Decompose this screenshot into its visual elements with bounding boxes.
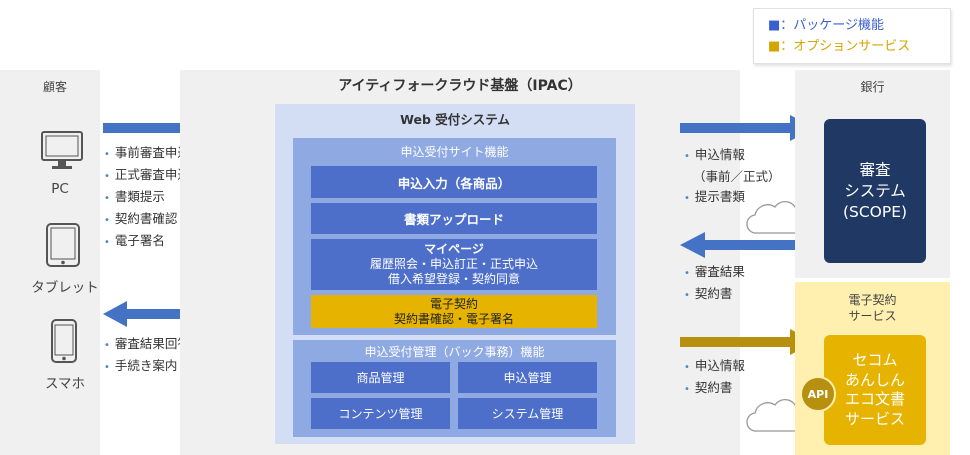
- legend-option: ■：オプションサービス: [768, 39, 911, 54]
- scope-line1: 審査: [859, 160, 891, 179]
- backoffice-item-applications: 申込管理: [458, 362, 597, 393]
- list-item: •契約書確認: [104, 211, 178, 226]
- list-item: •契約書: [684, 380, 733, 395]
- backoffice-title: 申込受付管理（バック事務）機能: [364, 344, 545, 359]
- legend-package: ■：パッケージ機能: [768, 18, 885, 33]
- list-item: •手続き案内: [104, 358, 178, 373]
- list-item: •申込情報: [684, 147, 745, 162]
- list-item: （事前／正式）: [693, 169, 781, 184]
- to-bank-list: •申込情報 （事前／正式） •提示書類: [684, 145, 794, 209]
- monitor-icon: [40, 130, 84, 176]
- arrow-bank-to-platform: [680, 231, 816, 263]
- bank-title: 銀行: [860, 79, 885, 94]
- legend: ■：パッケージ機能 ■：オプションサービス: [753, 8, 951, 64]
- mypage-line2: 借入希望登録・契約同意: [387, 272, 520, 286]
- list-item: •書類提示: [104, 189, 165, 204]
- upload-box: 書類アップロード: [311, 203, 597, 234]
- list-item: •事前審査申込: [104, 145, 190, 160]
- scope-line2: システム: [844, 181, 906, 200]
- scope-system-box: 審査 システム (SCOPE): [824, 119, 926, 263]
- backoffice-item-contents: コンテンツ管理: [311, 398, 450, 429]
- from-bank-list: •審査結果 •契約書: [684, 262, 794, 306]
- list-item: •電子署名: [104, 233, 165, 248]
- device-label-smartphone: スマホ: [44, 376, 86, 392]
- list-item: •正式審査申込: [104, 167, 190, 182]
- entry-box: 申込入力（各商品）: [311, 166, 597, 198]
- list-item: •申込情報: [684, 358, 745, 373]
- econtract-panel-title: 電子契約 サービス: [848, 293, 897, 323]
- list-item: •審査結果回答: [104, 336, 190, 351]
- secom-service-box: セコム あんしん エコ文書 サービス: [824, 335, 926, 445]
- smartphone-icon: [50, 318, 78, 368]
- mypage-box: マイページ 履歴照会・申込訂正・正式申込 借入希望登録・契約同意: [311, 239, 597, 290]
- list-item: •提示書類: [684, 189, 745, 204]
- scope-line3: (SCOPE): [842, 202, 908, 221]
- tablet-icon: [45, 222, 81, 272]
- device-label-tablet: タブレット: [31, 280, 99, 296]
- econtract-line: 契約書確認・電子署名: [393, 311, 514, 326]
- customer-title: 顧客: [42, 79, 67, 94]
- api-badge: API: [800, 376, 836, 412]
- econtract-option-box: 電子契約 契約書確認・電子署名: [311, 295, 597, 328]
- customer-panel: [0, 70, 100, 455]
- backoffice-item-products: 商品管理: [311, 362, 450, 393]
- customer-incoming-list: •審査結果回答 •手続き案内: [104, 334, 214, 378]
- backoffice-item-system: システム管理: [458, 398, 597, 429]
- to-econtract-list: •申込情報 •契約書: [684, 356, 794, 400]
- mypage-title: マイページ: [424, 242, 484, 256]
- econtract-title: 電子契約: [429, 296, 478, 311]
- device-label-pc: PC: [51, 181, 69, 197]
- customer-outgoing-list: •事前審査申込 •正式審査申込 •書類提示 •契約書確認 •電子署名: [104, 143, 214, 253]
- web-system-title: Web 受付システム: [400, 111, 510, 127]
- site-functions-title: 申込受付サイト機能: [400, 144, 509, 159]
- platform-title: アイティフォークラウド基盤（IPAC）: [338, 78, 582, 94]
- list-item: •審査結果: [684, 264, 745, 279]
- list-item: •契約書: [684, 286, 733, 301]
- mypage-line1: 履歴照会・申込訂正・正式申込: [369, 257, 538, 271]
